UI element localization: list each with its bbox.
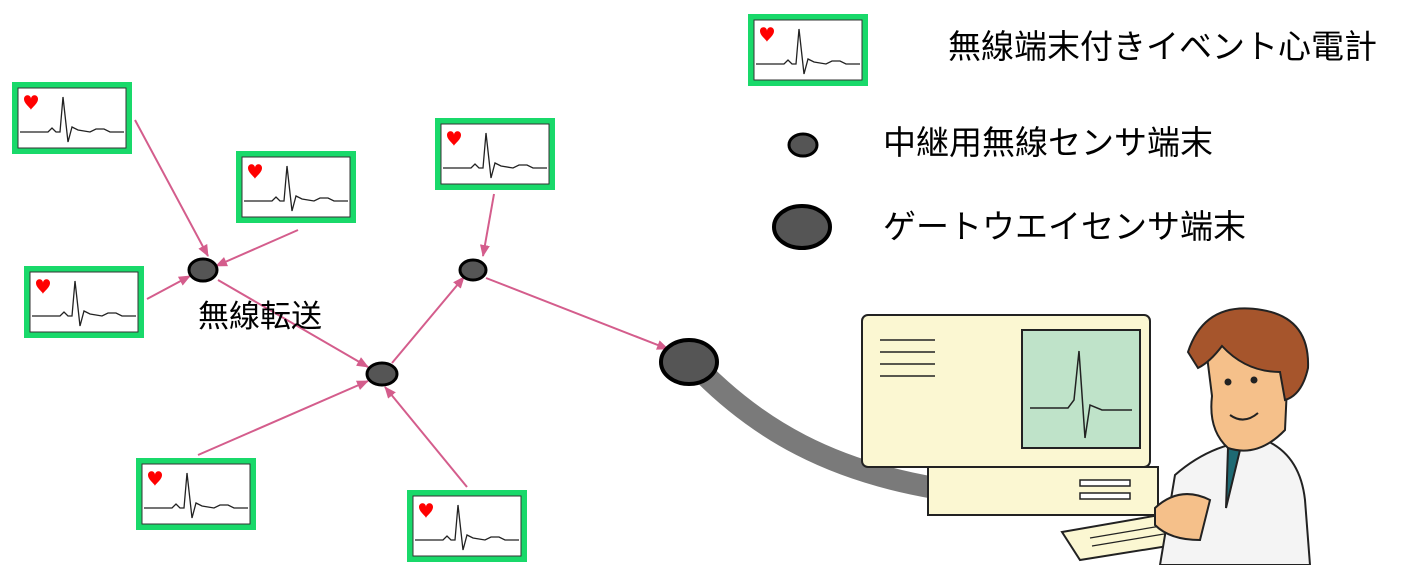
ecg-device <box>235 150 357 224</box>
legend-relay-node <box>787 132 819 158</box>
relay-node <box>365 361 399 387</box>
ecg-device <box>135 457 257 531</box>
relay-node <box>187 257 219 283</box>
ecg-device <box>23 265 145 339</box>
ecg-device <box>434 117 556 191</box>
gateway-node <box>659 338 719 386</box>
wireless-transfer-label: 無線転送 <box>198 299 322 335</box>
legend-gateway-node <box>772 204 832 250</box>
ecg-device <box>406 489 528 563</box>
legend-relay-label: 中継用無線センサ端末 <box>883 123 1213 162</box>
arrow <box>479 193 495 257</box>
ecg-device <box>11 81 133 155</box>
legend-ecg-device <box>747 13 869 87</box>
arrow <box>215 229 299 267</box>
arrow <box>391 276 465 364</box>
arrow <box>384 386 468 488</box>
arrow <box>217 279 369 368</box>
doctor-icon <box>1154 307 1312 565</box>
arrow <box>197 380 369 456</box>
arrow <box>146 275 191 300</box>
relay-node <box>458 258 488 282</box>
legend-gateway-label: ゲートウエイセンサ端末 <box>883 207 1246 246</box>
arrows <box>134 119 669 488</box>
arrow <box>485 277 669 350</box>
arrow <box>134 119 209 257</box>
legend-ecg-label: 無線端末付きイベント心電計 <box>948 27 1377 66</box>
gateway-cable <box>694 364 937 499</box>
